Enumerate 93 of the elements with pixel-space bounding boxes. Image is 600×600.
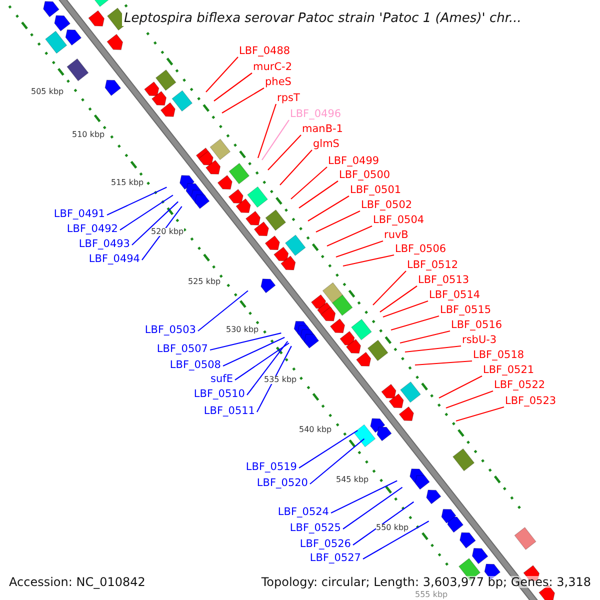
accession-text: Accession: NC_010842 — [9, 576, 146, 588]
leader-line — [382, 300, 428, 318]
leader-line — [308, 196, 350, 222]
gene-label: LBF_0514 — [429, 290, 480, 300]
scale-label: 510 kbp — [72, 131, 105, 139]
gene-label: LBF_0504 — [373, 215, 424, 226]
gene-label: rpsT — [277, 93, 300, 104]
gene-label: LBF_0524 — [278, 507, 329, 518]
gene-label: LBF_0508 — [170, 360, 221, 370]
gene-label: LBF_0519 — [246, 462, 297, 472]
scale-label: 505 kbp — [31, 88, 64, 96]
gene-label: murC-2 — [253, 62, 292, 72]
leader-line — [214, 72, 252, 102]
scale-label: 525 kbp — [188, 278, 221, 286]
gene-label: manB-1 — [302, 124, 343, 134]
leader-line — [262, 120, 290, 160]
leader-line — [336, 240, 384, 258]
gene-label: LBF_0525 — [290, 523, 341, 534]
leader-line — [222, 88, 264, 114]
gene-label: LBF_0520 — [256, 478, 308, 488]
gene-label: LBF_0491 — [54, 209, 105, 220]
gene-label: LBF_0516 — [451, 320, 502, 330]
gene-label: LBF_0518 — [473, 350, 524, 360]
leader-line — [198, 290, 248, 332]
leader-line — [352, 501, 414, 546]
gene-label: LBF_0492 — [66, 224, 118, 234]
gene-label: LBF_0522 — [494, 380, 546, 390]
gene-label: LBF_0494 — [88, 254, 140, 264]
gene-label: LBF_0527 — [310, 553, 361, 564]
gene-label: LBF_0510 — [194, 389, 245, 400]
scale-label: 535 kbp — [264, 376, 297, 384]
leader-line — [298, 180, 338, 208]
leader-line — [257, 104, 277, 158]
gene-label: LBF_0500 — [339, 170, 390, 180]
leader-line — [106, 186, 167, 216]
gene-label: pheS — [265, 77, 292, 88]
leader-line — [120, 194, 174, 230]
gene-label: glmS — [313, 139, 340, 150]
gene-label: LBF_0515 — [440, 305, 492, 316]
gene-label: LBF_0526 — [300, 539, 351, 550]
leader-line — [280, 150, 312, 186]
leader-line — [342, 254, 394, 267]
scale-label: 550 kbp — [376, 524, 409, 532]
leader-line — [290, 166, 328, 200]
leader-line — [256, 346, 292, 412]
leader-line — [132, 201, 178, 246]
leader-line — [404, 345, 462, 353]
leader-line — [372, 270, 406, 306]
leader-line — [234, 342, 290, 380]
leader-line — [210, 332, 282, 351]
gene-label: sufE — [210, 374, 233, 384]
gene-label: LBF_0493 — [78, 239, 130, 250]
gene-label: ruvB — [384, 230, 408, 240]
leader-line — [142, 206, 182, 260]
leader-line — [342, 486, 403, 530]
gene-label: LBF_0503 — [144, 325, 196, 336]
leader-line — [390, 315, 440, 331]
gene-label: LBF_0499 — [328, 156, 380, 166]
scale-label: 530 kbp — [226, 326, 259, 334]
leader-line — [446, 390, 494, 409]
leader-line — [268, 134, 302, 170]
gene-label: LBF_0501 — [350, 185, 402, 196]
leader-line — [330, 480, 398, 514]
leader-line — [316, 210, 360, 232]
gene-label: LBF_0502 — [361, 200, 412, 210]
gene-label: LBF_0523 — [505, 396, 556, 406]
genome-summary-text: Topology: circular; Length: 3,603,977 bp; Genes: 3,318 — [261, 576, 591, 588]
scale-label: 545 kbp — [336, 476, 369, 484]
gene-label: LBF_0512 — [407, 260, 458, 270]
leader-line — [222, 336, 285, 366]
scale-label: 520 kbp — [151, 228, 184, 236]
gene-label: LBF_0496 — [290, 109, 342, 120]
leader-line — [400, 330, 450, 344]
gene-label: LBF_0521 — [483, 365, 534, 376]
leader-line — [362, 520, 430, 560]
leader-line — [438, 376, 482, 398]
leader-line — [380, 286, 418, 312]
leader-line — [456, 406, 504, 422]
gene-label: LBF_0506 — [395, 244, 446, 254]
gene-label: rsbU-3 — [462, 335, 497, 346]
leader-line — [326, 226, 372, 246]
leader-line — [414, 360, 472, 366]
leader-line — [246, 340, 288, 396]
scale-label: 540 kbp — [299, 426, 332, 434]
leader-line — [206, 56, 238, 92]
gene-label: LBF_0488 — [239, 46, 290, 56]
gene-label: LBF_0513 — [418, 275, 470, 286]
scale-label: 515 kbp — [111, 179, 144, 187]
gene-label: LBF_0511 — [204, 406, 255, 416]
gene-label: LBF_0507 — [156, 344, 208, 354]
leader-line — [310, 438, 365, 484]
leader-line — [298, 430, 358, 468]
scale-label: 555 kbp — [415, 591, 448, 599]
